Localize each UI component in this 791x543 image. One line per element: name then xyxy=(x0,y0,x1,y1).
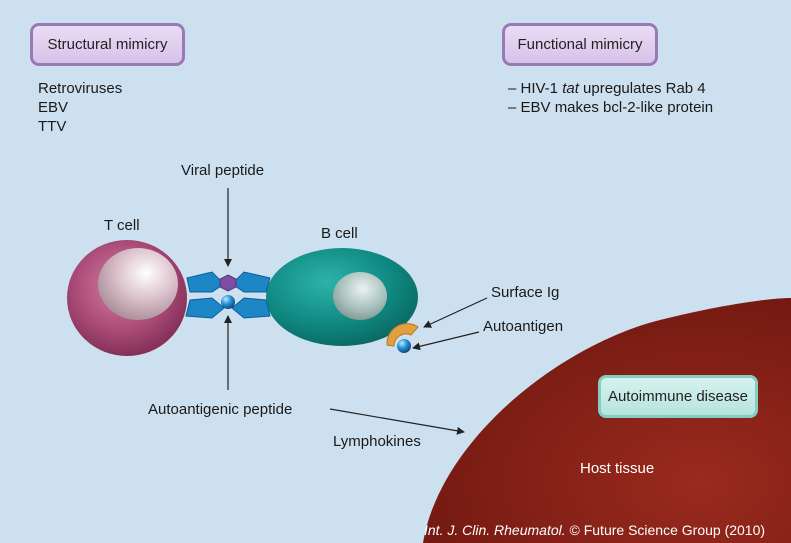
list-item: – HIV-1 tat upregulates Rab 4 xyxy=(508,80,706,97)
t-cell-label: T cell xyxy=(104,217,140,234)
functional-mimicry-box: Functional mimicry xyxy=(502,23,658,66)
list-item: EBV xyxy=(38,99,69,116)
autoantigen-label: Autoantigen xyxy=(483,318,564,335)
viral-peptide-label: Viral peptide xyxy=(181,162,265,179)
surface-ig-shape xyxy=(386,323,419,347)
b-cell-label: B cell xyxy=(321,225,358,242)
copyright-text: © Future Science Group (2010) xyxy=(565,522,766,538)
autoantigenic-peptide-ball xyxy=(221,295,235,309)
t-cell-nucleus xyxy=(98,248,178,320)
surface-ig-label: Surface Ig xyxy=(491,284,560,301)
list-item: TTV xyxy=(38,118,67,135)
structural-mimicry-box: Structural mimicry xyxy=(30,23,185,66)
autoimmune-disease-box: Autoimmune disease xyxy=(598,375,758,418)
host-tissue-shape xyxy=(423,298,791,543)
b-cell-nucleus xyxy=(333,272,387,320)
autoantigenic-peptide-label: Autoantigenic peptide xyxy=(148,401,293,418)
lymphokines-label: Lymphokines xyxy=(333,433,421,450)
arrow-lymphokines xyxy=(329,408,465,435)
list-item: – EBV makes bcl-2-like protein xyxy=(508,99,714,116)
viral-peptide-shape xyxy=(219,274,237,292)
structural-mimicry-list: Retroviruses EBV TTV xyxy=(38,79,122,136)
autoantigen-ball xyxy=(397,339,411,353)
receptor-complex xyxy=(185,271,271,319)
arrow-autoantigen xyxy=(412,331,480,351)
list-item: Retroviruses xyxy=(38,80,123,97)
functional-mimicry-list: – HIV-1 tat upregulates Rab 4 – EBV make… xyxy=(508,79,713,117)
figure-credit: Int. J. Clin. Rheumatol. © Future Scienc… xyxy=(424,522,765,538)
host-tissue-label: Host tissue xyxy=(580,460,655,477)
journal-name: Int. J. Clin. Rheumatol. xyxy=(424,522,566,538)
arrow-surface-ig xyxy=(423,297,488,328)
